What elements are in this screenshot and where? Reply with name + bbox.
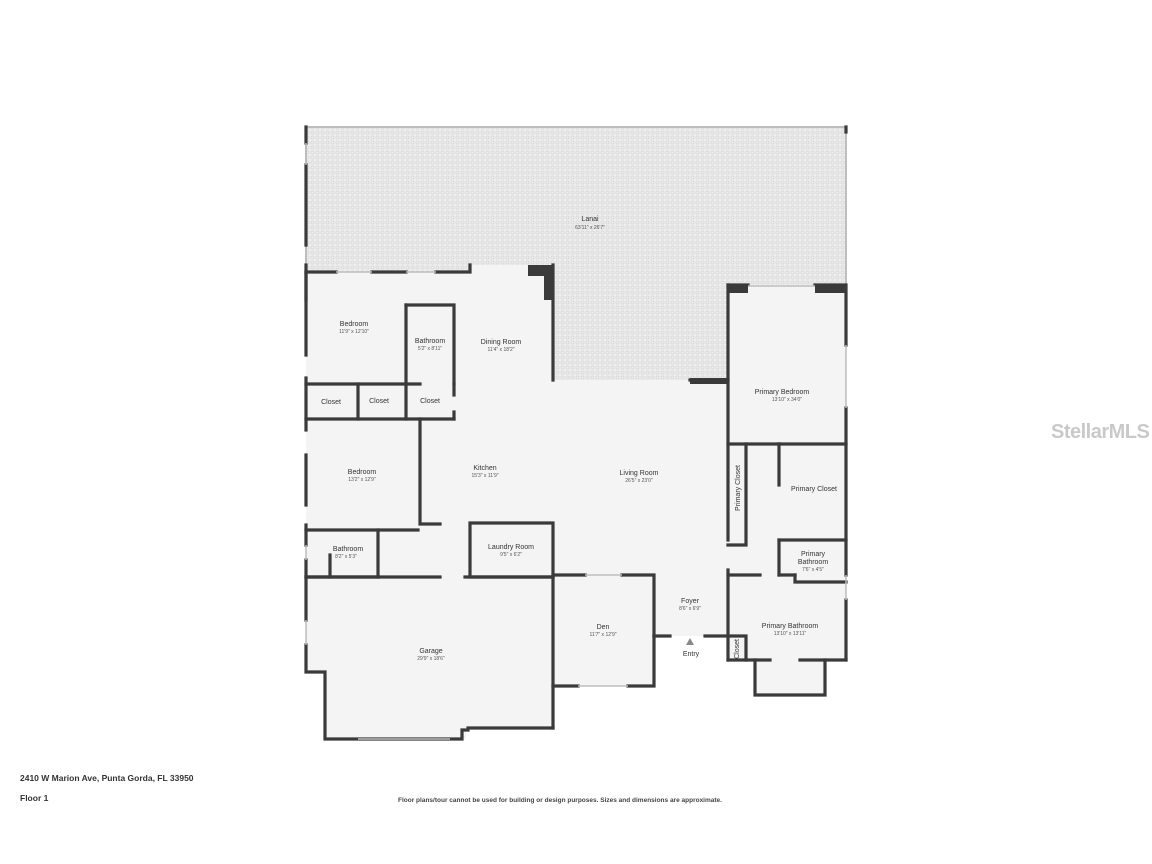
room-dining: Dining Room 11'4" x 18'2" — [481, 339, 522, 353]
svg-text:Primary Bathroom: Primary Bathroom — [762, 623, 819, 630]
room-lanai: Lanai 63'11" x 26'7" — [575, 216, 605, 231]
room-primary-closet-small: Primary Closet — [735, 465, 742, 511]
entry-arrow-icon — [686, 638, 694, 645]
svg-text:Living Room: Living Room — [620, 470, 659, 477]
svg-text:13'10" x 34'0": 13'10" x 34'0" — [772, 397, 802, 403]
svg-text:Lanai: Lanai — [581, 216, 599, 223]
svg-text:Den: Den — [597, 624, 610, 631]
room-closet-2: Closet — [369, 398, 389, 405]
entry-label: Entry — [683, 651, 700, 658]
svg-text:Laundry Room: Laundry Room — [488, 544, 534, 551]
room-closet-4: Closet — [734, 639, 741, 659]
room-closet-1: Closet — [321, 399, 341, 406]
room-primary-bathroom: Primary Bathroom 13'10" x 13'11" — [762, 623, 819, 637]
svg-text:Bedroom: Bedroom — [348, 469, 377, 476]
room-bedroom-1: Bedroom 11'9" x 12'10" — [339, 321, 369, 335]
svg-text:9'5" x 6'2": 9'5" x 6'2" — [500, 552, 522, 558]
svg-text:15'3" x 11'9": 15'3" x 11'9" — [471, 473, 498, 479]
svg-text:29'9" x 18'6": 29'9" x 18'6" — [417, 656, 445, 662]
svg-text:11'4" x 18'2": 11'4" x 18'2" — [487, 347, 514, 353]
room-laundry: Laundry Room 9'5" x 6'2" — [488, 544, 534, 558]
svg-text:5'2" x 8'11": 5'2" x 8'11" — [418, 346, 442, 352]
svg-text:Dining Room: Dining Room — [481, 339, 522, 346]
wall-blocks — [528, 265, 846, 384]
floor-label: Floor 1 — [20, 793, 49, 803]
svg-text:26'5" x 23'0": 26'5" x 23'0" — [625, 478, 653, 484]
room-garage: Garage 29'9" x 18'6" — [417, 648, 445, 662]
svg-text:8'6" x 6'9": 8'6" x 6'9" — [679, 606, 701, 612]
room-primary-bathroom-small: Primary Bathroom 7'6" x 4'5" — [798, 551, 829, 573]
room-living: Living Room 26'5" x 23'0" — [620, 470, 659, 484]
svg-text:Primary Bedroom: Primary Bedroom — [755, 389, 810, 396]
svg-text:Foyer: Foyer — [681, 598, 700, 605]
room-bathroom-1: Bathroom 5'2" x 8'11" — [415, 338, 446, 352]
svg-text:Primary: Primary — [801, 551, 826, 558]
svg-text:13'2" x 12'9": 13'2" x 12'9" — [348, 477, 376, 483]
room-primary-bedroom: Primary Bedroom 13'10" x 34'0" — [755, 389, 810, 403]
watermark: StellarMLS — [1051, 421, 1150, 443]
windows — [305, 143, 847, 740]
room-bedroom-2: Bedroom 13'2" x 12'9" — [348, 469, 377, 483]
svg-text:13'10" x 13'11": 13'10" x 13'11" — [774, 631, 807, 637]
room-primary-closet: Primary Closet — [791, 486, 837, 493]
svg-text:7'6" x 4'5": 7'6" x 4'5" — [802, 567, 824, 573]
room-den: Den 11'7" x 12'9" — [589, 624, 616, 638]
svg-text:Bedroom: Bedroom — [340, 321, 369, 328]
svg-text:63'11" x 26'7": 63'11" x 26'7" — [575, 225, 605, 231]
svg-text:Garage: Garage — [419, 648, 442, 655]
disclaimer-text: Floor plans/tour cannot be used for buil… — [398, 797, 722, 804]
room-bathroom-2: Bathroom 8'2" x 5'3" — [333, 546, 364, 560]
room-closet-3: Closet — [420, 398, 440, 405]
lanai-area — [305, 126, 847, 380]
svg-text:8'2" x 5'3": 8'2" x 5'3" — [335, 554, 357, 560]
svg-text:Bathroom: Bathroom — [798, 559, 829, 566]
svg-text:Bathroom: Bathroom — [415, 338, 446, 345]
room-foyer: Foyer 8'6" x 6'9" — [679, 598, 701, 612]
svg-text:Bathroom: Bathroom — [333, 546, 364, 553]
svg-text:11'7" x 12'9": 11'7" x 12'9" — [589, 632, 616, 638]
address-label: 2410 W Marion Ave, Punta Gorda, FL 33950 — [20, 773, 194, 783]
room-kitchen: Kitchen 15'3" x 11'9" — [471, 465, 498, 479]
svg-text:11'9" x 12'10": 11'9" x 12'10" — [339, 329, 369, 335]
svg-text:Kitchen: Kitchen — [473, 465, 496, 472]
